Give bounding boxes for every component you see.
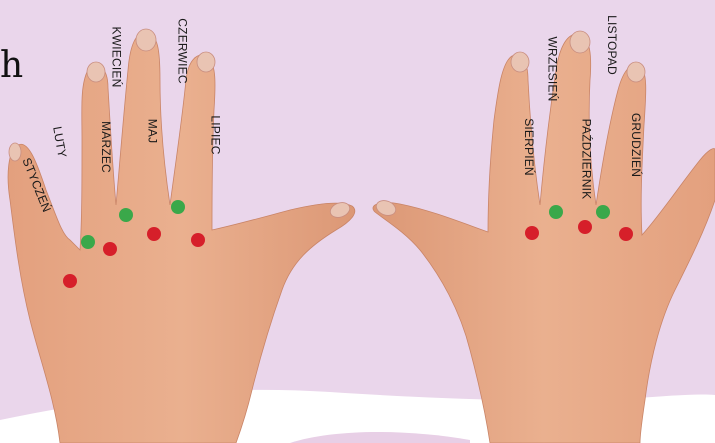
dot-red	[147, 227, 161, 241]
month-label-sierpien: SIERPIEŃ	[522, 118, 536, 176]
dot-red	[578, 220, 592, 234]
dot-green	[171, 200, 185, 214]
month-label-maj: MAJ	[145, 119, 159, 144]
month-label-lipiec: LIPIEC	[209, 115, 223, 154]
dot-green	[81, 235, 95, 249]
left-hand	[8, 32, 355, 443]
month-label-marzec: MARZEC	[99, 121, 113, 173]
cut-off-heading: h	[0, 45, 23, 86]
dot-red	[619, 227, 633, 241]
dot-red	[103, 242, 117, 256]
month-label-czerwiec: CZERWIEC	[176, 18, 190, 83]
dot-green	[549, 205, 563, 219]
dot-red	[63, 274, 77, 288]
month-label-grudzien: GRUDZIEŃ	[629, 113, 643, 177]
right-hand	[373, 34, 715, 443]
month-label-wrzesien: WRZESIEŃ	[545, 37, 559, 102]
dot-red	[191, 233, 205, 247]
dot-red	[525, 226, 539, 240]
dot-green	[596, 205, 610, 219]
month-label-kwiecien: KWIECIEŃ	[109, 27, 123, 88]
month-label-listopad: LISTOPAD	[605, 15, 619, 75]
dot-green	[119, 208, 133, 222]
month-label-pazdziernik: PAŹDZIERNIK	[579, 119, 593, 200]
